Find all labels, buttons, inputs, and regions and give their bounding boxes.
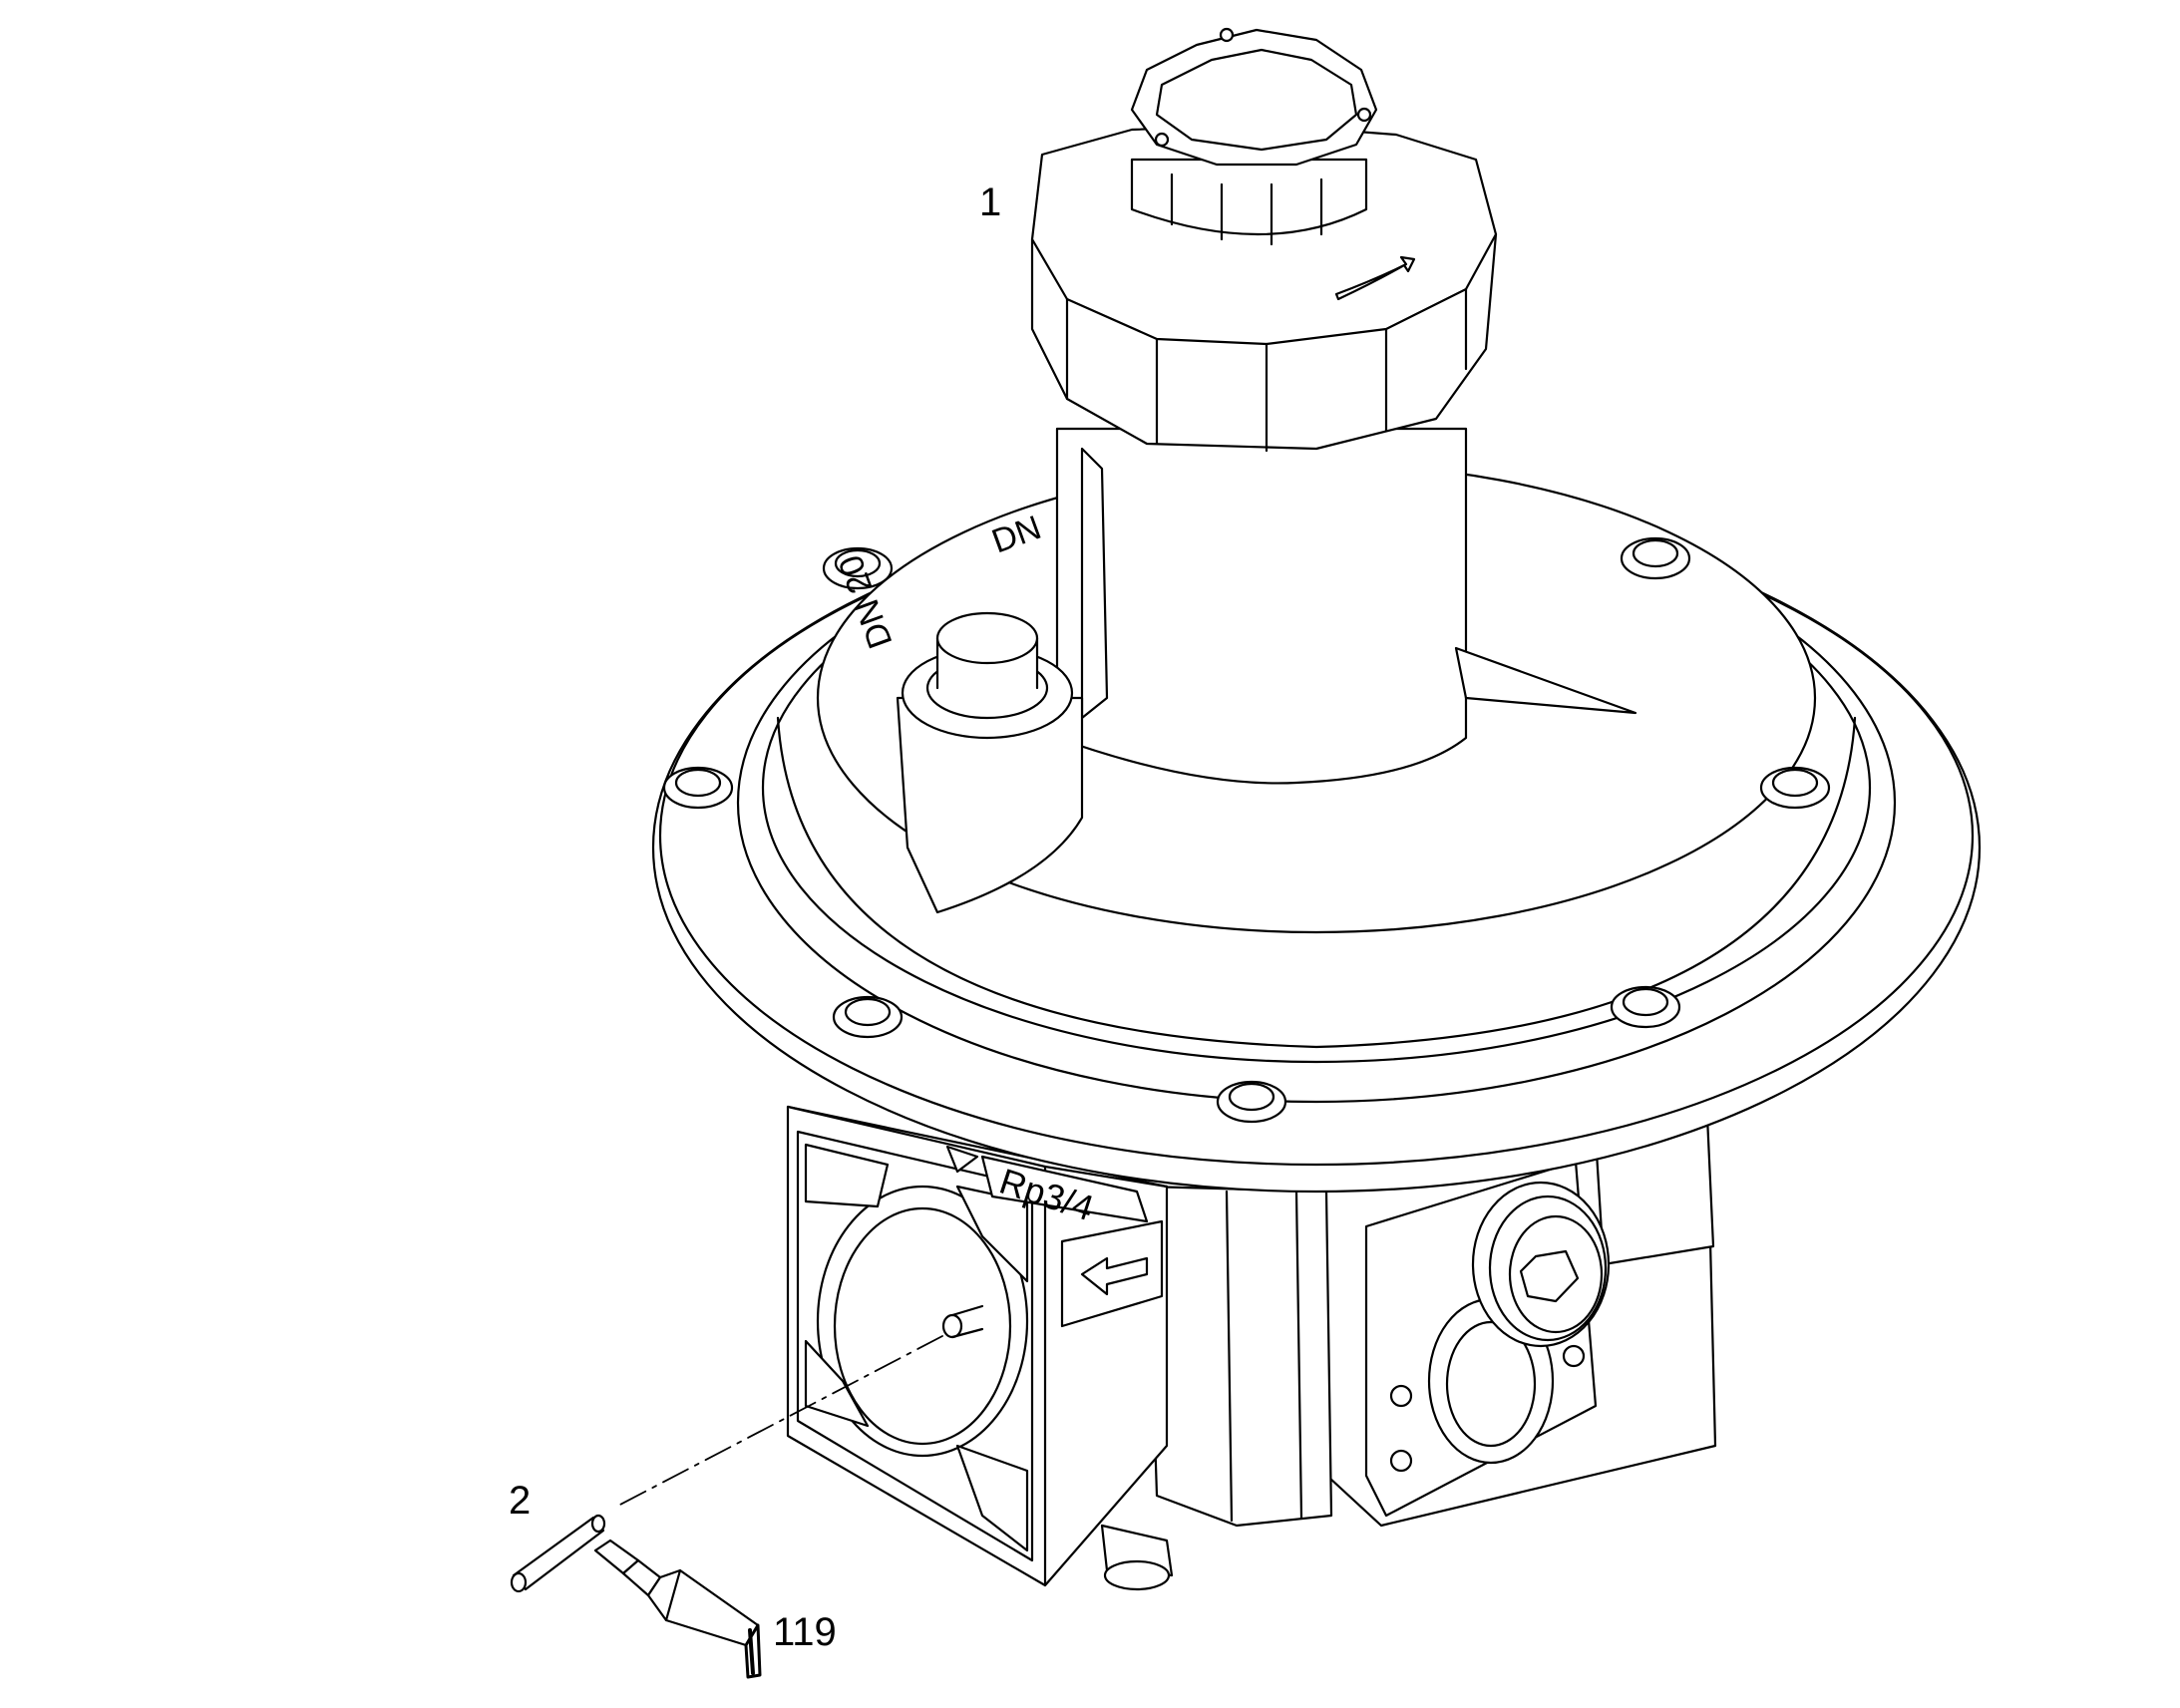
dowel-pin [510, 1514, 606, 1593]
protective-cap [1130, 27, 1378, 246]
breather-vent [896, 611, 1084, 914]
valve-body: Rp3/4 [786, 1105, 1717, 1591]
callout-part-1: 1 [979, 180, 1002, 224]
flow-direction-arrow [1060, 1219, 1164, 1328]
callout-part-119: 119 [773, 1610, 837, 1654]
callout-part-2: 2 [509, 1479, 532, 1523]
adhesive-tube [593, 1538, 762, 1679]
port-plug [1471, 1181, 1611, 1348]
flange-screws [662, 536, 1831, 1124]
assembly-line [617, 1335, 943, 1507]
